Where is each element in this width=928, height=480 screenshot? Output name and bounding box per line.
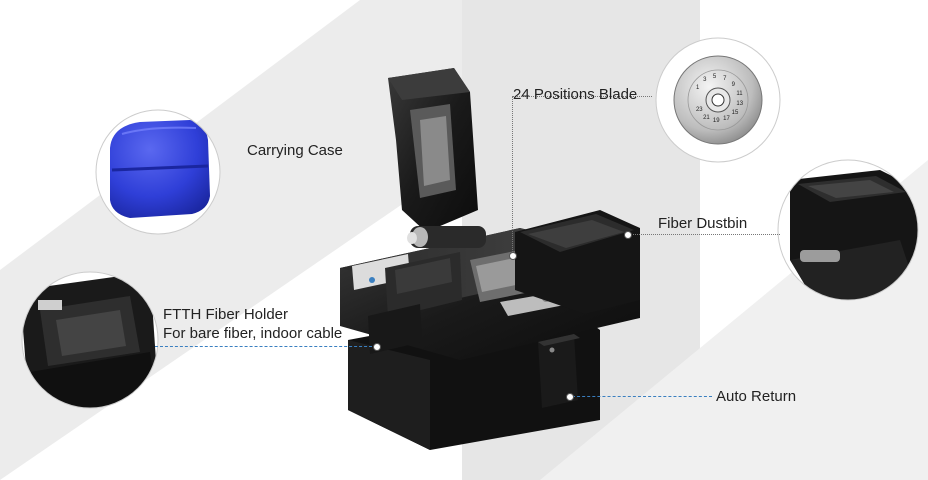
blade-number: 9 bbox=[731, 81, 735, 88]
callout-blade: 24 Positions Blade bbox=[513, 86, 638, 103]
blade-number: 5 bbox=[712, 74, 717, 81]
blade-pin bbox=[509, 252, 517, 260]
dustbin-pin bbox=[624, 231, 632, 239]
blade-number: 23 bbox=[695, 107, 703, 113]
holder-pin bbox=[373, 343, 381, 351]
blade-number: 15 bbox=[731, 110, 739, 117]
inset-blade bbox=[656, 38, 780, 162]
blade-number: 19 bbox=[712, 117, 720, 124]
blade-number: 7 bbox=[723, 75, 727, 82]
blade-leader-horizontal bbox=[512, 96, 652, 97]
holder-leader bbox=[155, 346, 377, 347]
dustbin-leader bbox=[628, 234, 780, 235]
auto-return-leader bbox=[572, 396, 712, 397]
callout-carrying-case: Carrying Case bbox=[247, 142, 343, 159]
inset-dustbin bbox=[778, 160, 918, 300]
callout-fiber-holder-desc: For bare fiber, indoor cable bbox=[163, 325, 343, 342]
callout-fiber-holder-title: FTTH Fiber Holder bbox=[163, 306, 289, 323]
blade-number: 1 bbox=[695, 85, 700, 91]
blade-number: 3 bbox=[703, 77, 707, 84]
callout-fiber-dustbin: Fiber Dustbin bbox=[658, 215, 748, 232]
blade-number: 17 bbox=[723, 116, 730, 123]
blade-leader-vertical bbox=[512, 96, 513, 256]
callout-fiber-holder: FTTH Fiber Holder For bare fiber, indoor… bbox=[163, 305, 342, 343]
blade-number: 13 bbox=[736, 101, 744, 108]
blade-number: 11 bbox=[736, 90, 743, 97]
auto-return-pin bbox=[566, 393, 574, 401]
callout-auto-return: Auto Return bbox=[716, 388, 797, 405]
cleaver-body bbox=[340, 68, 640, 450]
inset-carrying-case bbox=[96, 110, 220, 234]
blade-number: 21 bbox=[703, 114, 710, 121]
